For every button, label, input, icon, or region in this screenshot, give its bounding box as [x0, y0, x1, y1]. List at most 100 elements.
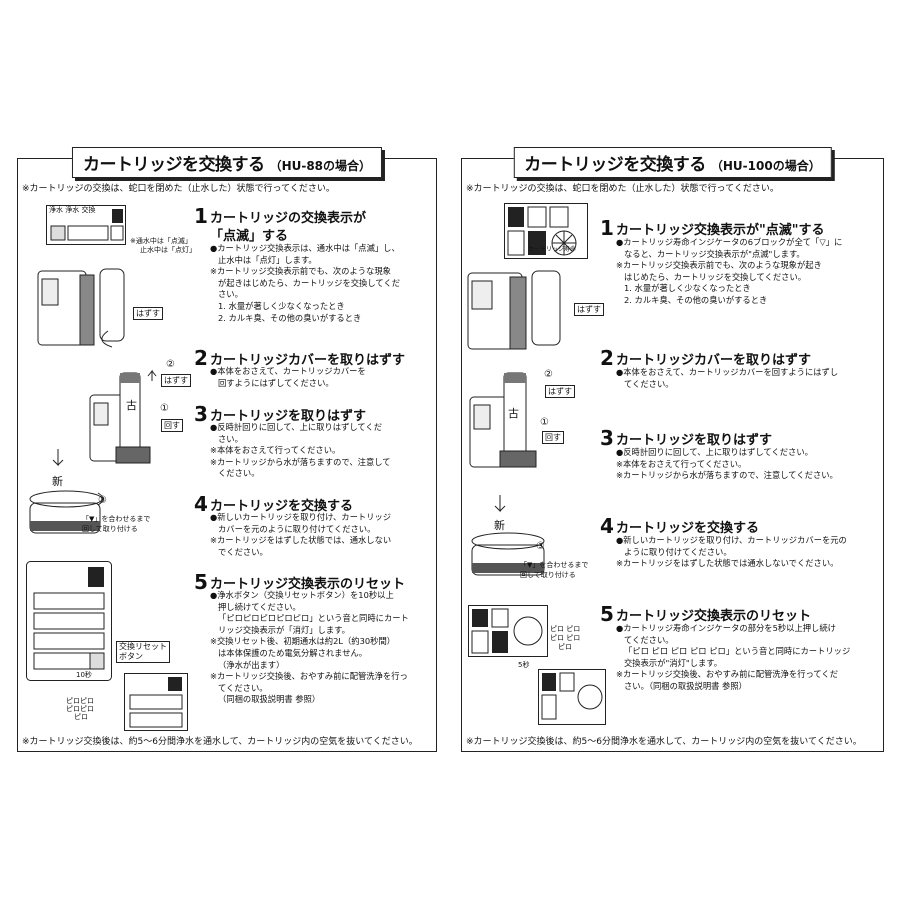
step-circle-1: ① — [160, 403, 169, 414]
body-line: ※カートリッジをはずした状態では通水しないでください。 — [616, 558, 839, 569]
cartridge-removal-illustration — [468, 369, 564, 473]
step-number: 2 — [194, 346, 208, 370]
old-cartridge-mark: 古 — [126, 399, 137, 412]
step-body: ●反時計回りに回して、上に取りはずしてください。 ※本体をおさえて行ってください… — [616, 447, 838, 482]
new-cartridge-mark: 新 — [52, 475, 63, 488]
ten-second-label: 10秒 — [76, 671, 92, 679]
body-line: ※カートリッジから水が落ちますので、注意してください。 — [616, 470, 838, 481]
step-title: カートリッジ交換表示のリセット — [616, 609, 812, 624]
step-body: ●カートリッジ交換表示は、通水中は「点滅」し、 止水中は「点灯」します。 ※カー… — [210, 243, 400, 324]
step-title: カートリッジの交換表示が — [210, 211, 367, 226]
body-line: はじめたら、カートリッジを交換してください。 — [624, 271, 807, 282]
body-line: （浄水が出ます） — [218, 659, 285, 670]
body-line: ●新しいカートリッジを取り付け、カートリッジ — [210, 512, 392, 522]
body-line: ●浄水ボタン（交換リセットボタン）を10秒以上 — [210, 590, 394, 600]
remove-label: はずす — [574, 303, 604, 316]
body-line: ※本体をおさえて行ってください。 — [210, 445, 341, 456]
instruction-panel-hu100: カートリッジを交換する （HU-100の場合） ※カートリッジの交換は、蛇口を閉… — [461, 147, 884, 752]
body-line: ※本体をおさえて行ってください。 — [616, 458, 747, 469]
body-line: 2. カルキ臭、その他の臭いがするとき — [218, 312, 362, 323]
body-line: ※カートリッジ交換後、おやすみ前に配管洗浄を行っ — [210, 671, 408, 682]
body-line: ●本体をおさえて、カートリッジカバーを回すようにはずし — [616, 367, 839, 377]
body-line: さい。 — [218, 289, 243, 300]
beep-label-3: ピロ — [74, 713, 88, 721]
body-line: ●反時計回りに回して、上に取りはずしてください。 — [616, 447, 813, 457]
remove-label: はずす — [133, 307, 163, 320]
body-line: ●カートリッジ寿命インジケータの6ブロックが全て「▽」に — [616, 237, 843, 247]
remove-label-2: はずす — [161, 374, 191, 387]
step-number: 5 — [600, 602, 614, 626]
step-title: カートリッジを交換する — [616, 521, 760, 536]
body-line: 交換表示が"消灯"します。 — [624, 657, 723, 668]
five-second-label: 5秒 — [518, 661, 530, 669]
align-note-1: 「▼」を合わせるまで — [82, 515, 151, 523]
note-bottom: ※カートリッジ交換後は、約5～6分間浄水を通水して、カートリッジ内の空気を抜いて… — [466, 737, 862, 747]
body-line: ※カートリッジ交換後、おやすみ前に配管洗浄を行ってくだ — [616, 669, 839, 680]
step-number: 1 — [600, 216, 614, 240]
flow-note-2: 止水中は「点灯」 — [140, 246, 196, 254]
reset-button-label: 交換リセット — [119, 642, 167, 651]
step-circle-2: ② — [544, 369, 553, 380]
step-title: カートリッジカバーを取りはずす — [210, 353, 406, 368]
beep-label-1: ピロ ピロ — [550, 625, 581, 633]
body-line: でください。 — [218, 546, 268, 557]
reset-button-callout: 交換リセット ボタン — [116, 641, 170, 663]
cartridge-life-label: カートリッジ寿命 — [528, 246, 577, 253]
body-line: ●新しいカートリッジを取り付け、カートリッジカバーを元の — [616, 535, 847, 545]
body-line: 1. 水量が著しく少なくなったとき — [624, 283, 751, 294]
step-title: カートリッジを取りはずす — [210, 409, 367, 424]
rotate-label: 回す — [161, 419, 183, 432]
purifier-unit-illustration — [36, 265, 146, 349]
control-panel-illustration — [26, 561, 112, 681]
flow-note-1: ※通水中は「点滅」 — [130, 237, 192, 245]
panel-top-labels: 浄水 浄水 交換 — [49, 206, 96, 214]
body-line: 「ピロピロピロピロピロ」という音と同時にカート — [218, 613, 409, 624]
title-main: カートリッジを交換する — [82, 155, 265, 175]
body-line: ※カートリッジから水が落ちますので、注意して — [210, 456, 391, 467]
body-line: ●カートリッジ寿命インジケータの部分を5秒以上押し続け — [616, 623, 836, 633]
new-cartridge-mark: 新 — [494, 519, 505, 532]
rotate-label: 回す — [542, 431, 564, 444]
remove-label-2: はずす — [545, 385, 575, 398]
body-line: ●反時計回りに回して、上に取りはずしてくだ — [210, 422, 383, 432]
step-body: ●カートリッジ寿命インジケータの部分を5秒以上押し続け てください。 「ピロ ピ… — [616, 623, 850, 693]
body-line: が起きはじめたら、カートリッジを交換してくだ — [218, 277, 401, 288]
body-line: （同梱の取扱説明書 参照） — [218, 694, 321, 705]
step-number: 2 — [600, 346, 614, 370]
reset-button-label-2: ボタン — [119, 652, 143, 661]
body-line: てください。 — [624, 634, 674, 645]
step-circle-2: ② — [166, 359, 175, 370]
align-note-2: 回して取り付ける — [82, 525, 138, 533]
body-line: てください。 — [624, 378, 674, 389]
panel-title: カートリッジを交換する （HU-88の場合） — [71, 147, 383, 178]
step-circle-1: ① — [540, 417, 549, 428]
title-model: （HU-88の場合） — [269, 159, 372, 173]
body-line: は本体保護のため電気分解されません。 — [218, 647, 368, 658]
step-body: ●浄水ボタン（交換リセットボタン）を10秒以上 押し続けてください。 「ピロピロ… — [210, 590, 409, 706]
step-number: 4 — [600, 514, 614, 538]
note-top: ※カートリッジの交換は、蛇口を閉めた（止水した）状態で行ってください。 — [22, 184, 335, 194]
beep-label-3: ピロ — [558, 643, 572, 651]
note-top: ※カートリッジの交換は、蛇口を閉めた（止水した）状態で行ってください。 — [466, 184, 779, 194]
title-model: （HU-100の場合） — [710, 159, 821, 173]
step-title: カートリッジ交換表示のリセット — [210, 577, 406, 592]
step-circle-3: ③ — [98, 495, 107, 506]
body-line: さい。（同梱の取扱説明書 参照） — [624, 680, 747, 691]
step-title: カートリッジを取りはずす — [616, 433, 773, 448]
step-title: カートリッジ交換表示が"点滅"する — [616, 223, 825, 238]
body-line: 「ピロ ピロ ピロ ピロ ピロ」という音と同時にカートリッジ — [624, 646, 851, 657]
body-line: ●カートリッジ交換表示は、通水中は「点滅」し、 — [210, 243, 400, 253]
body-line: ●本体をおさえて、カートリッジカバーを — [210, 366, 366, 376]
step-circle-3: ③ — [536, 541, 545, 552]
beep-label-2: ピロピロ — [66, 705, 94, 713]
beep-label-1: ピロピロ — [66, 697, 94, 705]
instruction-panel-hu88: カートリッジを交換する （HU-88の場合） ※カートリッジの交換は、蛇口を閉め… — [17, 147, 437, 752]
body-line: ※カートリッジ交換表示前でも、次のような現象が起き — [616, 260, 822, 271]
body-line: カバーを元のように取り付けてください。 — [218, 523, 376, 534]
display-panel-illustration — [46, 205, 126, 245]
body-line: 1. 水量が著しく少なくなったとき — [218, 300, 345, 311]
reset-result-illustration — [124, 673, 188, 731]
body-line: ように取り付けてください。 — [624, 546, 732, 557]
step-title-line-2: 「点滅」する — [210, 229, 289, 244]
cartridge-install-illustration — [26, 447, 116, 541]
